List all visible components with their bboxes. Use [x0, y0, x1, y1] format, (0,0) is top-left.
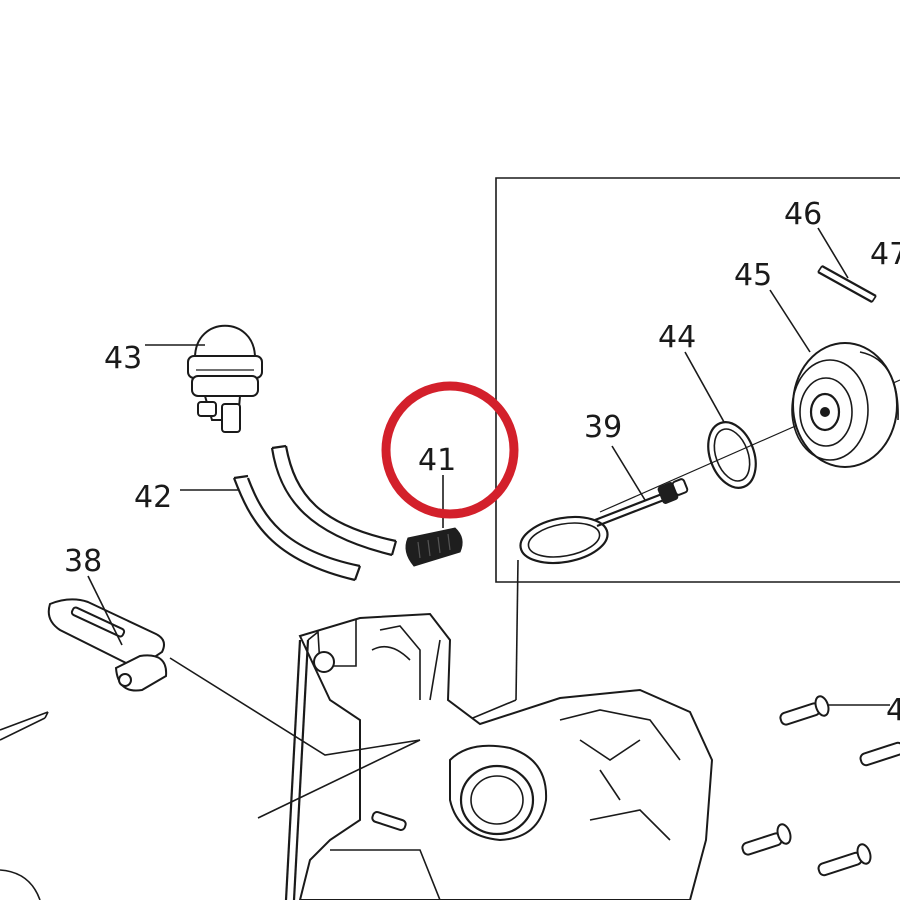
- callout-39: 39: [584, 410, 622, 445]
- part-39-needle: [594, 478, 689, 528]
- callout-41: 41: [418, 443, 456, 478]
- callout-46: 46: [784, 197, 822, 232]
- part-38-bracket: [0, 598, 168, 741]
- callout-42: 42: [134, 480, 172, 515]
- part-43-primer-bulb: [187, 324, 263, 433]
- main-housing: [169, 612, 714, 901]
- part-46-pin: [817, 265, 877, 303]
- callout-labels: 43 42 38 41 39 44 45 46 47 4: [64, 197, 900, 728]
- callout-38: 38: [64, 544, 102, 579]
- part-41-fuel-filter: [405, 527, 463, 567]
- leader-lines: [87, 227, 890, 706]
- callout-43: 43: [104, 341, 142, 376]
- part-45-cap: [791, 342, 899, 468]
- highlight-circle-part-41: [381, 381, 519, 519]
- part-42-fuel-lines: [232, 444, 398, 582]
- screws: [741, 695, 900, 877]
- o-ring-large: [519, 515, 609, 565]
- callout-44: 44: [658, 320, 696, 355]
- part-44-o-ring: [707, 421, 757, 489]
- callout-47: 47: [870, 237, 900, 272]
- callout-48-partial: 4: [886, 693, 900, 728]
- callout-45: 45: [734, 258, 772, 293]
- partial-part-lower-left: [0, 869, 41, 901]
